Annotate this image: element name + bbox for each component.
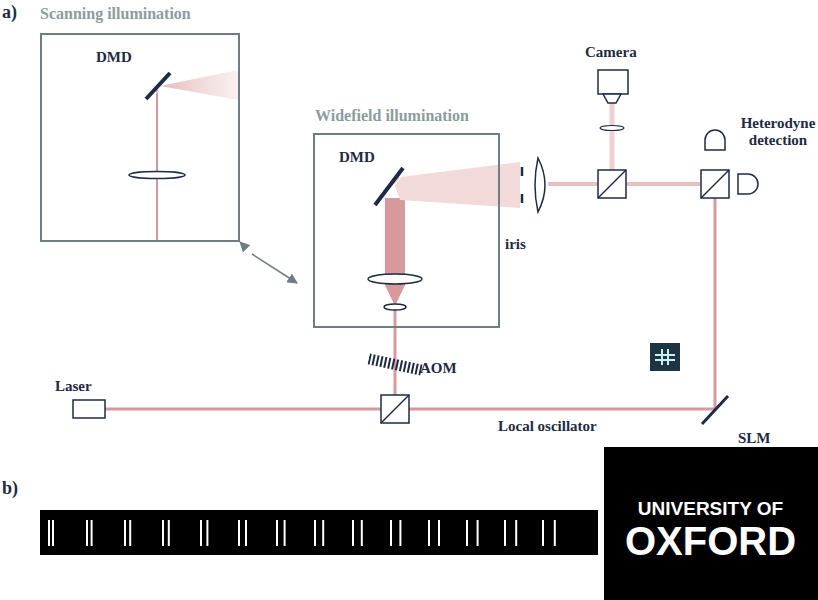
- panel-heading: Widefield illumination: [315, 107, 469, 125]
- bar-stroke: [162, 520, 164, 546]
- bar-stroke: [124, 520, 126, 546]
- bar-stroke: [352, 520, 354, 546]
- bar-stroke: [86, 520, 88, 546]
- bar-stroke: [48, 520, 50, 546]
- bar-stroke: [466, 520, 468, 546]
- toggle-arrow: [252, 254, 297, 283]
- component-label: DMD: [96, 49, 132, 66]
- bar-stroke: [322, 520, 324, 546]
- component-label: AOM: [420, 360, 457, 377]
- bar-stroke: [399, 520, 401, 546]
- bar-stroke: [554, 520, 556, 546]
- illumination-panel: Scanning illuminationDMD: [40, 33, 240, 242]
- panel-letter: a): [2, 2, 17, 23]
- component-label: Camera: [585, 44, 637, 61]
- bar-stroke: [238, 520, 240, 546]
- logo-text: UNIVERSITY OF OXFORD: [608, 481, 813, 561]
- component-label: DMD: [339, 149, 375, 166]
- bar-stroke: [206, 520, 208, 546]
- bar-stroke: [168, 520, 170, 546]
- bar-stroke: [284, 520, 286, 546]
- bar-stroke: [477, 520, 479, 546]
- bar-stroke: [504, 520, 506, 546]
- panel-letter: b): [2, 478, 18, 499]
- component-label: iris: [505, 236, 526, 253]
- illumination-panel: Widefield illuminationDMD: [313, 133, 500, 328]
- bar-stroke: [91, 520, 93, 546]
- panel-heading: Scanning illumination: [40, 5, 191, 23]
- component-label: Laser: [55, 378, 92, 395]
- component-label: Heterodyne detection: [738, 115, 818, 150]
- bar-stroke: [200, 520, 202, 546]
- bar-stroke: [52, 520, 54, 546]
- bar-stroke: [245, 520, 247, 546]
- bar-stroke: [542, 520, 544, 546]
- bar-stroke: [428, 520, 430, 546]
- beam-label: Local oscillator: [498, 418, 597, 435]
- bar-stroke: [276, 520, 278, 546]
- component-label: SLM: [738, 430, 771, 447]
- bar-stroke: [129, 520, 131, 546]
- bar-stroke: [314, 520, 316, 546]
- bar-stroke: [361, 520, 363, 546]
- bar-stroke: [390, 520, 392, 546]
- bar-stroke: [438, 520, 440, 546]
- logo-box: UNIVERSITY OF OXFORD: [604, 447, 818, 600]
- bar-stroke: [515, 520, 517, 546]
